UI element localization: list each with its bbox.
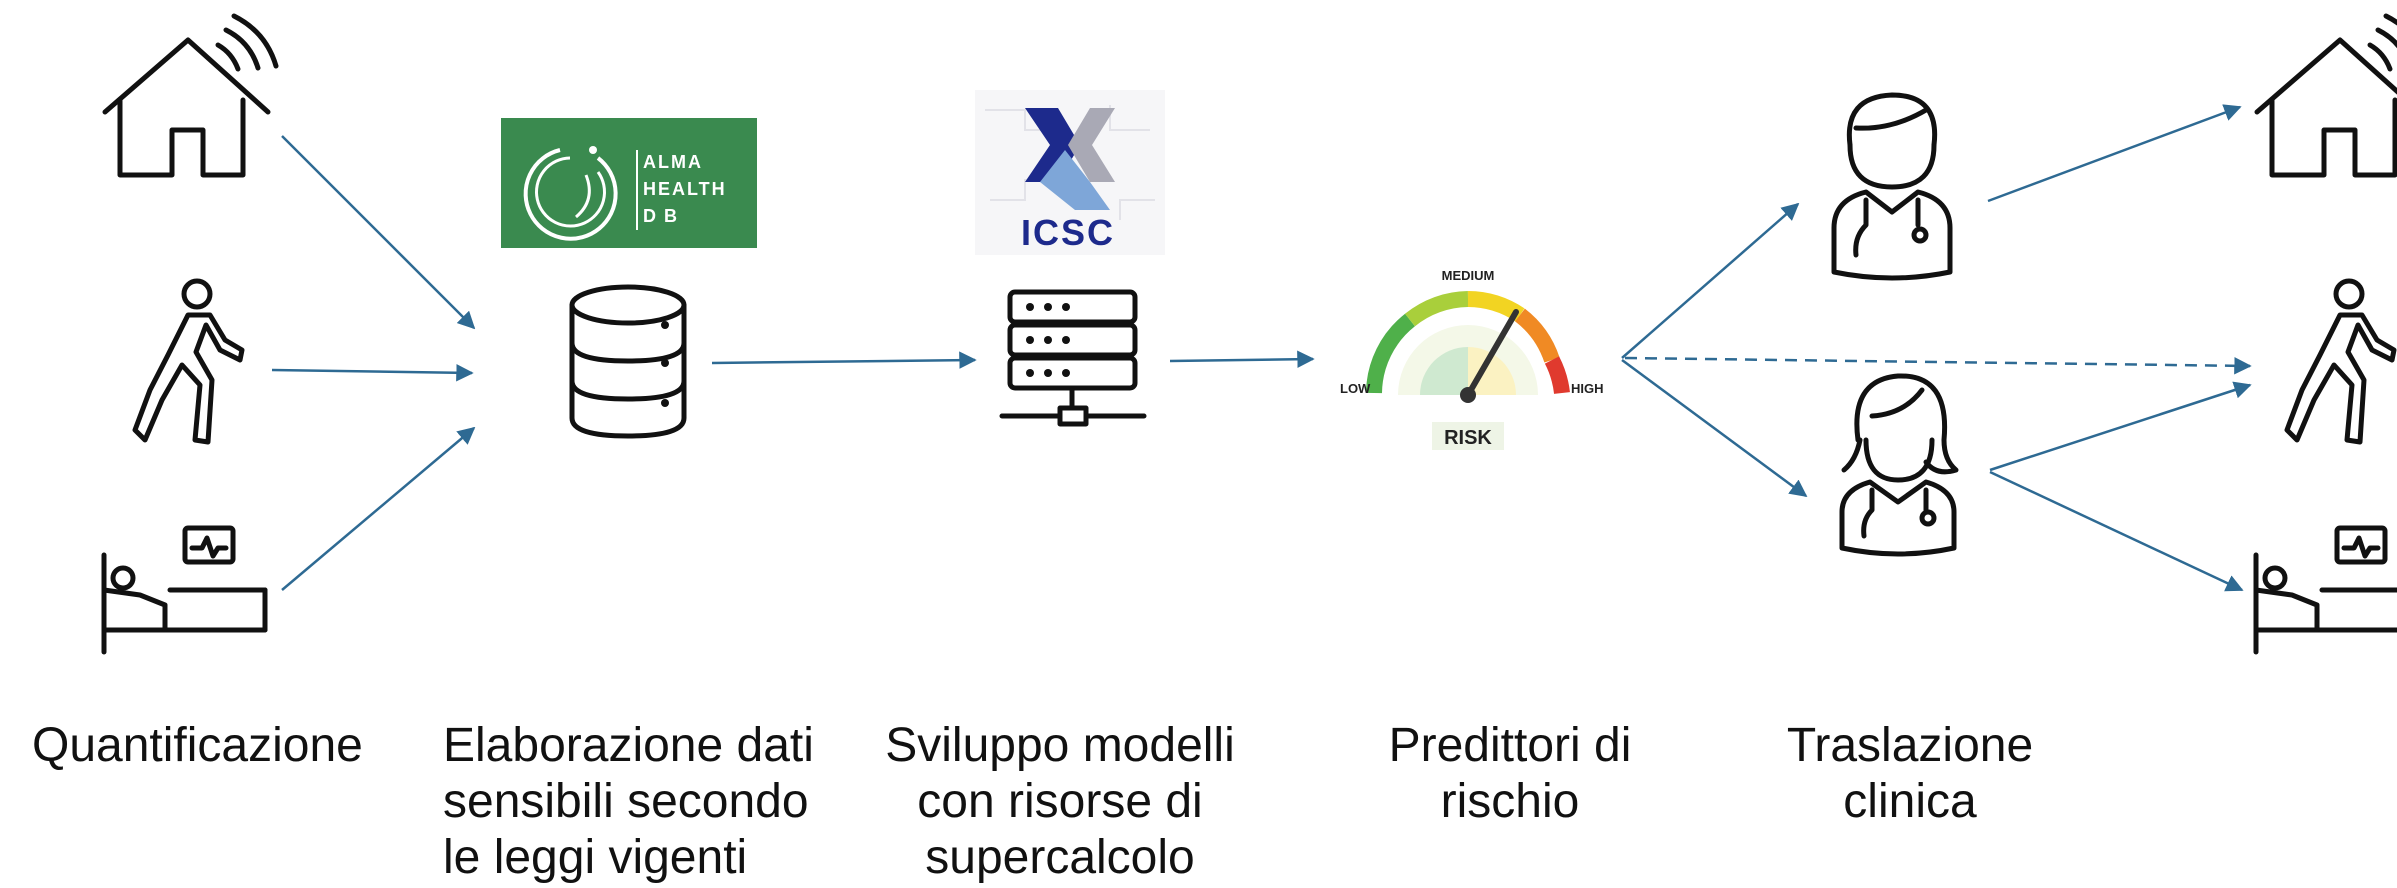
- female-doctor-icon: [1839, 373, 1959, 557]
- caption-quantificazione: Quantificazione: [32, 719, 363, 772]
- walking-person-icon: [132, 278, 245, 445]
- gauge-high-label: HIGH: [1571, 381, 1604, 396]
- caption-predittori: Predittori di rischio: [1388, 719, 1632, 828]
- server-icon: [999, 289, 1147, 427]
- gauge-risk-label: RISK: [1444, 427, 1492, 449]
- alma-line2: HEALTH: [643, 179, 727, 199]
- caption-elaborazione: Elaborazione dati sensibili secondo le l…: [443, 719, 814, 884]
- icsc-text: ICSC: [1021, 212, 1115, 253]
- smart-home-icon: [102, 13, 279, 178]
- smart-home-icon-right: [2254, 13, 2397, 178]
- hospital-bed-icon: [101, 525, 268, 655]
- gauge-medium-label: MEDIUM: [1442, 268, 1495, 283]
- caption-traslazione: Traslazione clinica: [1786, 719, 2034, 828]
- risk-gauge: LOW MEDIUM HIGH RISK: [1340, 268, 1604, 450]
- walking-person-icon-right: [2284, 278, 2397, 445]
- alma-line3: DB: [643, 206, 685, 226]
- caption-sviluppo: Sviluppo modelli con risorse di supercal…: [885, 719, 1235, 884]
- gauge-low-label: LOW: [1340, 381, 1371, 396]
- alma-health-db-logo: ALMA HEALTH DB: [501, 118, 757, 248]
- icsc-logo: ICSC: [975, 90, 1165, 255]
- database-icon: [569, 284, 687, 439]
- male-doctor-icon: [1831, 92, 1953, 281]
- hospital-bed-icon-right: [2253, 525, 2397, 655]
- alma-line1: ALMA: [643, 152, 703, 172]
